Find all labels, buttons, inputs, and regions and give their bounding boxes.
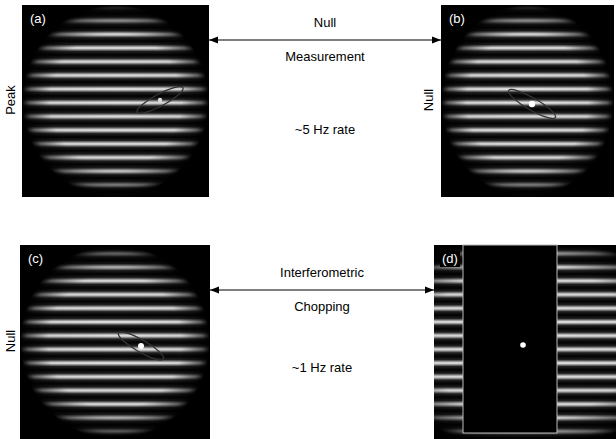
fringe-panel: (d) xyxy=(434,245,616,439)
fringe-panel-b xyxy=(441,5,614,197)
double-arrow xyxy=(210,289,434,290)
fringe-panel-d xyxy=(434,245,616,439)
double-arrow xyxy=(209,39,441,40)
rate-label: ~5 Hz rate xyxy=(295,122,355,138)
beam-ellipse xyxy=(506,85,559,122)
beam-ellipse xyxy=(115,328,166,364)
panel-label: (a) xyxy=(28,11,48,27)
edge-label: Null Measurement xyxy=(279,6,371,74)
panel-label: (b) xyxy=(447,11,467,27)
star-dot xyxy=(520,342,526,348)
fringe-panel: (a) xyxy=(22,5,209,197)
fringe-panel-c xyxy=(20,245,210,439)
star-dot xyxy=(158,98,162,102)
chopped-window xyxy=(463,245,557,433)
beam-ellipse xyxy=(134,82,186,117)
edge-label: Interferometric Chopping xyxy=(268,256,376,324)
fringe-panel: (b) xyxy=(441,5,614,197)
fringe-panel: (c) xyxy=(20,245,210,439)
side-label: Peak xyxy=(3,85,19,115)
panel-label: (d) xyxy=(440,251,460,267)
star-dot xyxy=(138,343,144,349)
rate-label: ~1 Hz rate xyxy=(292,360,352,376)
fringe-panel-a xyxy=(22,5,209,197)
star-dot xyxy=(529,101,535,107)
side-label: Null xyxy=(3,330,19,352)
side-label: Null xyxy=(421,89,437,111)
panel-label: (c) xyxy=(26,251,45,267)
